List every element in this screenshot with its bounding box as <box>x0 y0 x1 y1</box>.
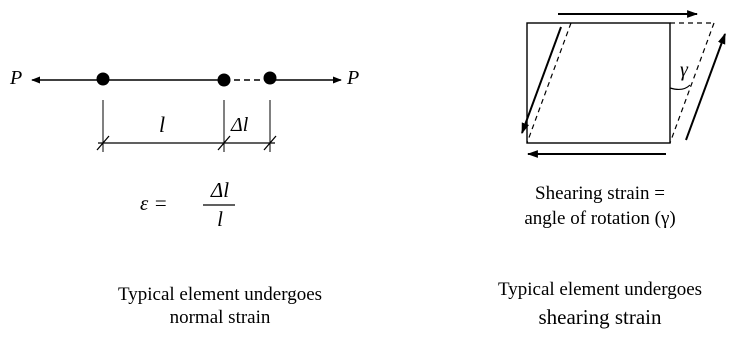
original-length-label: l <box>159 112 166 137</box>
deformed-right-dashed <box>669 22 715 144</box>
shear-strain-figure <box>521 10 726 158</box>
load-label-left: P <box>10 67 23 89</box>
shear-arrow-right <box>685 32 726 141</box>
shear-arrow-left <box>521 26 562 135</box>
dim-tick-left <box>96 135 110 151</box>
formula-numerator: Δl <box>210 178 230 202</box>
dim-tick-right <box>263 135 277 151</box>
shear-description-line2: angle of rotation (γ) <box>524 208 676 229</box>
shear-caption-line2: shearing strain <box>538 305 662 329</box>
dim-tick-mid <box>217 135 231 151</box>
node-original-end <box>217 73 231 87</box>
formula-denominator: l <box>217 207 223 231</box>
load-label-right: P <box>347 67 360 89</box>
original-element <box>526 22 671 144</box>
shear-description-line1: Shearing strain = <box>535 183 665 204</box>
elongation-label: Δl <box>231 114 249 136</box>
normal-caption-line2: normal strain <box>169 307 271 328</box>
shear-caption-line1: Typical element undergoes <box>497 279 703 300</box>
normal-caption-line1: Typical element undergoes <box>117 284 323 305</box>
shear-angle-label: γ <box>680 59 688 81</box>
shear-angle-arc <box>669 84 691 91</box>
node-elongated-end <box>263 71 277 85</box>
formula-lhs: ε = <box>140 191 168 215</box>
deformed-left-dashed <box>526 22 572 144</box>
node-left <box>96 72 110 86</box>
normal-strain-figure <box>31 71 342 206</box>
